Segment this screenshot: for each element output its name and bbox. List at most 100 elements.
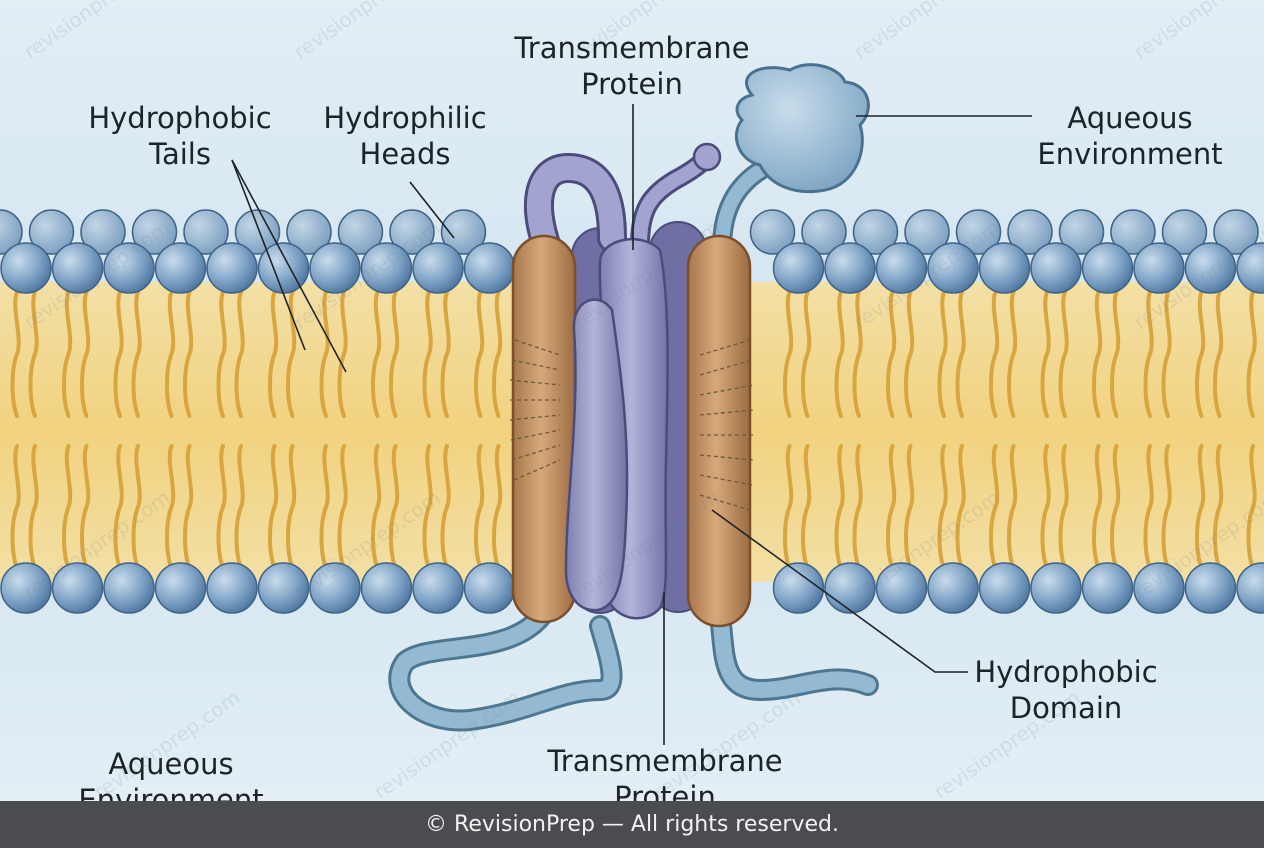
phospholipid-head <box>772 242 825 294</box>
lipid-tail <box>1143 444 1154 570</box>
phospholipid-head <box>978 242 1031 294</box>
phospholipid-head <box>463 562 516 614</box>
phospholipid-head <box>206 242 258 294</box>
hydrophilic-heads-bottom <box>0 562 1264 614</box>
lipid-tail <box>80 290 91 418</box>
lipid-tail <box>389 444 400 570</box>
label-tm-top-line1: Transmembrane <box>514 31 750 65</box>
lipid-tail <box>286 290 297 418</box>
label-hydrophobic-tails: Hydrophobic Tails <box>80 100 280 172</box>
copyright-footer: © RevisionPrep — All rights reserved. <box>0 801 1264 848</box>
lipid-tail <box>10 290 21 418</box>
label-hydrophilic-heads-line2: Heads <box>359 137 451 171</box>
lipid-tail <box>852 290 863 418</box>
phospholipid-head <box>309 562 361 614</box>
lipid-tail <box>937 444 948 570</box>
lipid-tail <box>801 290 812 418</box>
phospholipid-head <box>749 209 796 255</box>
lipid-tail <box>1040 444 1051 570</box>
lipid-tail <box>268 290 279 418</box>
phospholipid-head <box>463 242 516 294</box>
lipid-tail <box>834 444 845 570</box>
lipid-tail <box>1058 290 1069 418</box>
lipid-tail <box>216 444 227 570</box>
lipid-tail <box>337 290 348 418</box>
lipid-tail <box>1213 444 1224 570</box>
leader-tails-1 <box>231 159 306 351</box>
lipid-tail <box>337 444 348 570</box>
phospholipid-head <box>1133 242 1185 294</box>
lipid-tail <box>371 290 382 418</box>
top-loop <box>526 155 624 262</box>
lipid-tail <box>10 444 21 570</box>
phospholipid-head <box>1133 562 1185 614</box>
lipid-tail <box>474 290 485 418</box>
label-aqueous-bottom-line1: Aqueous <box>108 747 234 781</box>
transmembrane-protein <box>388 63 879 732</box>
phospholipid-head <box>389 209 435 255</box>
lipid-tail <box>1092 444 1103 570</box>
label-hydrophilic-heads-line1: Hydrophilic <box>323 101 487 135</box>
leader-hydrophobic-domain <box>711 509 968 673</box>
lipid-tail <box>319 290 330 418</box>
lipid-tail <box>28 444 39 570</box>
lipid-tail <box>492 444 503 570</box>
phospholipid-head <box>103 562 155 614</box>
phospholipid-head <box>0 242 52 294</box>
lipid-tail <box>904 290 915 418</box>
phospholipid-head <box>154 562 207 614</box>
bottom-loop-left-fill <box>391 598 620 729</box>
label-transmembrane-protein-top: Transmembrane Protein <box>500 30 764 102</box>
lipid-tail <box>1143 290 1154 418</box>
lipid-tail <box>183 444 194 570</box>
lipid-tail <box>1040 290 1051 418</box>
label-hydrophobic-domain-line1: Hydrophobic <box>974 655 1158 689</box>
hydrophobic-tails <box>10 290 1257 570</box>
lipid-tail <box>474 444 485 570</box>
label-aqueous-top-line2: Environment <box>1037 137 1223 171</box>
phospholipid-head <box>1236 242 1264 294</box>
phospholipid-head <box>852 209 899 255</box>
lipid-tail <box>783 290 794 418</box>
bottom-loop-right-fill <box>712 608 876 699</box>
lipid-tail <box>216 290 227 418</box>
lipid-tail <box>422 290 433 418</box>
phospholipid-head <box>875 562 928 614</box>
hydrophilic-heads-top <box>0 242 1264 294</box>
phospholipid-head <box>234 209 281 255</box>
lipid-tail <box>955 444 966 570</box>
lipid-tail <box>886 290 897 418</box>
lipid-tail <box>834 290 845 418</box>
copyright-text: © RevisionPrep — All rights reserved. <box>425 812 839 837</box>
phospholipid-head <box>154 242 207 294</box>
helix-purple-left <box>564 298 629 612</box>
phospholipid-head <box>1007 209 1053 255</box>
lipid-tail <box>852 444 863 570</box>
globular-domain <box>734 63 870 194</box>
phospholipid-head <box>801 209 847 255</box>
lipid-tail <box>492 290 503 418</box>
lipid-tail <box>904 444 915 570</box>
phospholipid-head <box>360 562 413 614</box>
leader-tails-2 <box>231 159 347 373</box>
phospholipid-head <box>1236 562 1264 614</box>
lipid-tail <box>28 290 39 418</box>
phospholipid-head <box>412 562 464 614</box>
phospholipid-head <box>927 242 979 294</box>
phospholipid-head <box>360 242 413 294</box>
lipid-tail <box>234 290 245 418</box>
label-hydrophobic-domain-line2: Domain <box>1009 691 1123 725</box>
lipid-tail <box>1110 290 1121 418</box>
phospholipid-head <box>875 242 928 294</box>
hydrophobic-interaction-lines <box>509 339 755 511</box>
phospholipid-head <box>927 562 979 614</box>
label-hydrophobic-tails-line2: Tails <box>149 137 211 171</box>
phospholipid-head <box>1110 209 1156 255</box>
lipid-tail <box>80 444 91 570</box>
lipid-tail <box>62 290 73 418</box>
phospholipid-head <box>772 562 825 614</box>
lipid-tail <box>422 444 433 570</box>
phospholipid-head <box>0 209 23 255</box>
